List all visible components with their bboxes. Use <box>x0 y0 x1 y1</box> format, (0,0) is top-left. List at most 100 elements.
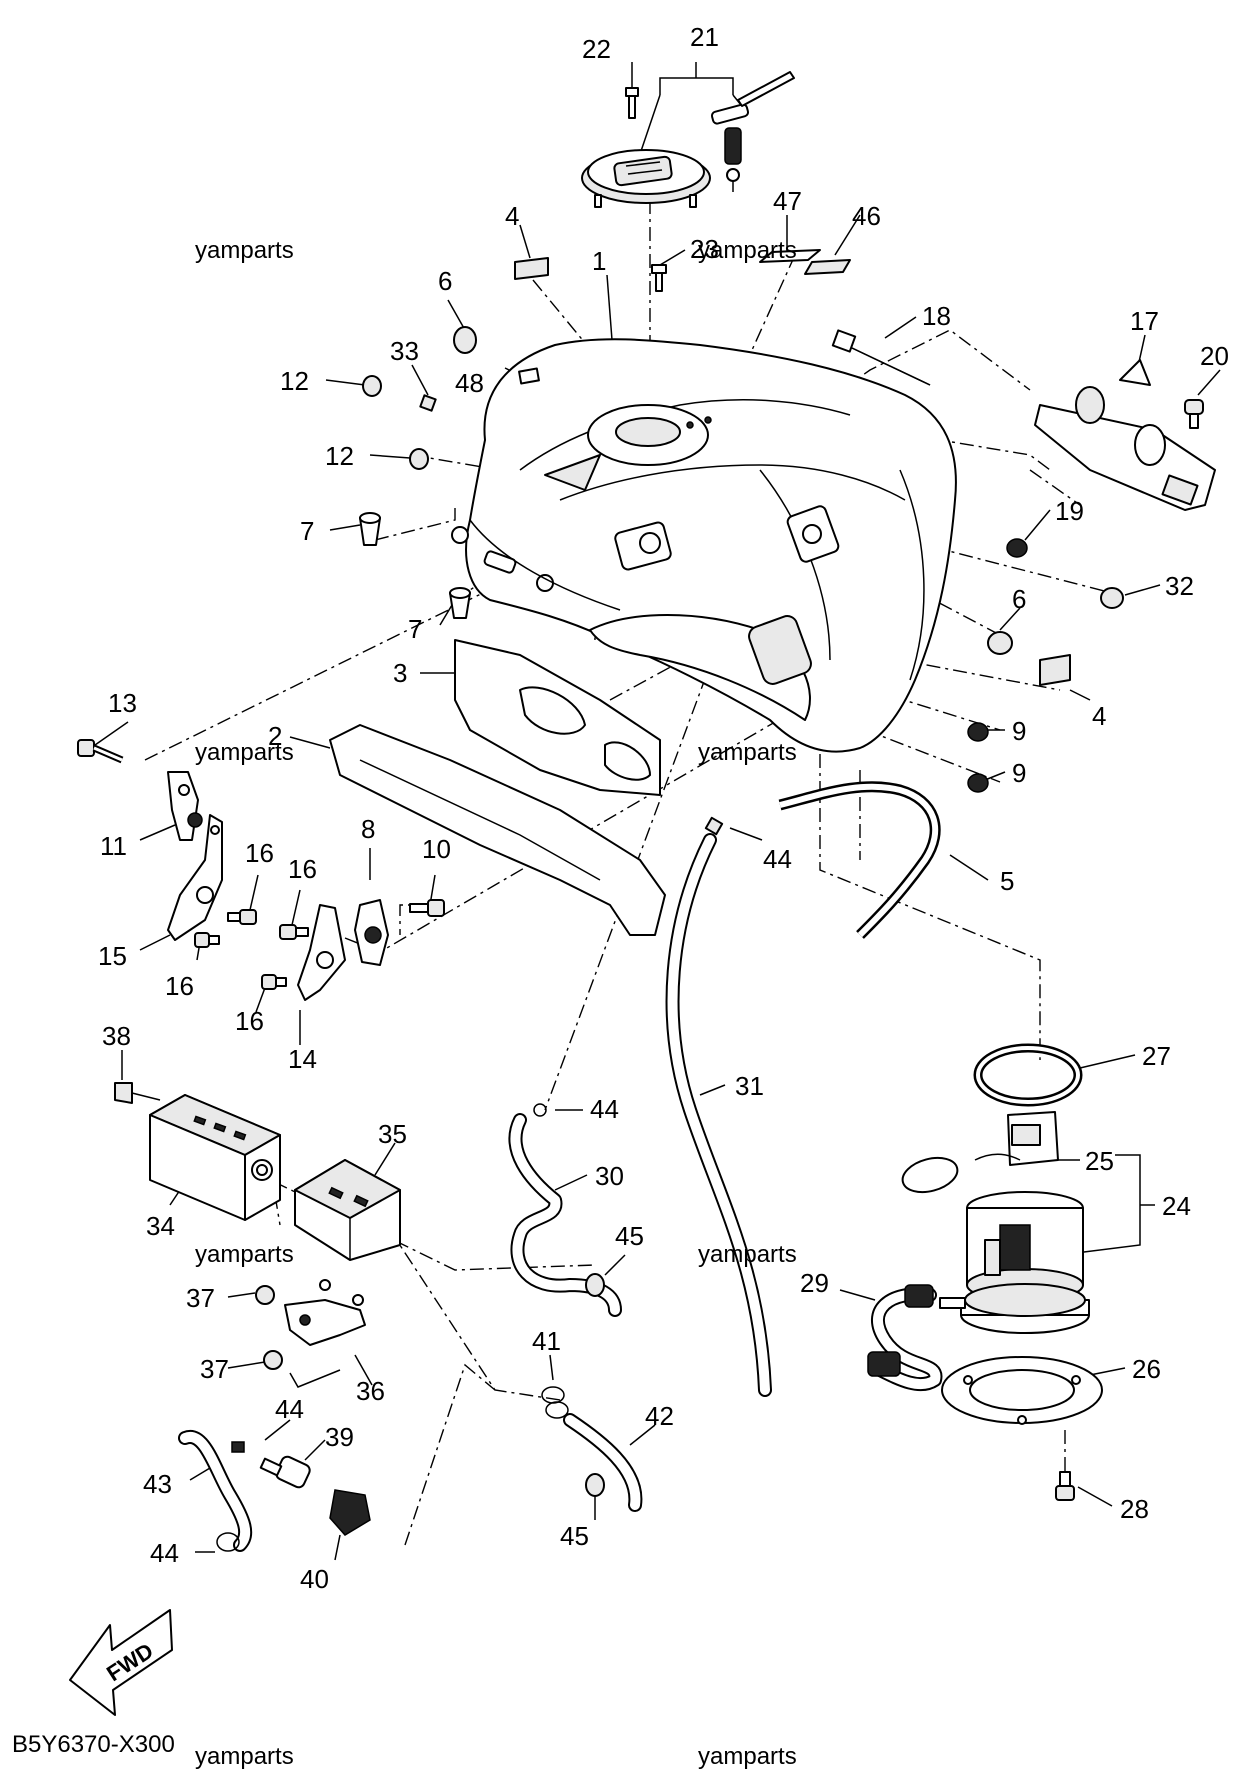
callout: 15 <box>98 941 127 971</box>
bolt-28 <box>1055 1471 1075 1501</box>
callout: 23 <box>690 234 719 264</box>
canister-34 <box>149 1094 281 1221</box>
callout: 44 <box>150 1538 179 1568</box>
canister-cover-35 <box>294 1159 401 1261</box>
fuel-cap-assembly <box>581 71 795 208</box>
bracket-11 <box>167 771 203 841</box>
bolt-10 <box>409 899 445 917</box>
clamp-45 <box>585 1273 605 1497</box>
bracket-8 <box>354 899 389 966</box>
callout: 27 <box>1142 1041 1171 1071</box>
bolt-16 <box>194 909 309 990</box>
callout: 16 <box>165 971 194 1001</box>
bolt-37 <box>255 1285 283 1370</box>
callout: 33 <box>390 336 419 366</box>
watermark: yamparts <box>698 739 797 766</box>
nut-33 <box>419 394 437 412</box>
callout: 30 <box>595 1161 624 1191</box>
callout: 37 <box>186 1283 215 1313</box>
callout: 21 <box>690 22 719 52</box>
callout: 16 <box>245 838 274 868</box>
callout: 6 <box>1012 584 1026 614</box>
warning-labels <box>759 249 851 275</box>
callout: 12 <box>280 366 309 396</box>
callout: 17 <box>1130 306 1159 336</box>
bolt-13 <box>77 739 124 764</box>
callout: 16 <box>235 1006 264 1036</box>
callout: 44 <box>763 844 792 874</box>
callout: 13 <box>108 688 137 718</box>
watermarks: yamparts yamparts yamparts yamparts yamp… <box>195 237 797 1770</box>
callout: 7 <box>300 516 314 546</box>
callout: 45 <box>615 1221 644 1251</box>
watermark: yamparts <box>698 1241 797 1268</box>
callout: 47 <box>773 186 802 216</box>
bolt-18 <box>831 329 931 386</box>
clip-38 <box>114 1082 161 1104</box>
callout: 9 <box>1012 758 1026 788</box>
callout: 44 <box>275 1394 304 1424</box>
callout: 26 <box>1132 1354 1161 1384</box>
o-ring-27 <box>973 1043 1083 1107</box>
diagram-code: B5Y6370-X300 <box>12 1731 175 1758</box>
callout: 11 <box>100 831 127 861</box>
fwd-arrow <box>69 1609 173 1716</box>
bracket-36 <box>284 1279 366 1346</box>
fuel-hose-29 <box>867 1284 943 1392</box>
callout: 20 <box>1200 341 1229 371</box>
clip-44-mid <box>533 1103 547 1117</box>
watermark: yamparts <box>698 237 797 264</box>
seal-strip-5 <box>778 781 941 939</box>
callout: 40 <box>300 1564 329 1594</box>
watermark: yamparts <box>195 1241 294 1268</box>
callout: 39 <box>325 1422 354 1452</box>
callout: 4 <box>1092 701 1106 731</box>
callout: 9 <box>1012 716 1026 746</box>
callout: 46 <box>852 201 881 231</box>
callout: 28 <box>1120 1494 1149 1524</box>
callout: 44 <box>590 1094 619 1124</box>
leader-lines <box>94 62 1221 1561</box>
callout: 3 <box>393 658 407 688</box>
tank-cover-3 <box>454 639 661 796</box>
collar-7 <box>359 512 471 619</box>
callout: 7 <box>408 614 422 644</box>
nut-32 <box>1100 587 1124 609</box>
grommet-9 <box>967 722 989 793</box>
callout: 16 <box>288 854 317 884</box>
nut-12 <box>362 375 429 470</box>
fuel-pump-24 <box>901 1111 1090 1334</box>
cap-screw-22 <box>625 87 639 119</box>
bolt-20 <box>1184 399 1204 429</box>
watermark: yamparts <box>195 1743 294 1770</box>
callout: 31 <box>735 1071 764 1101</box>
callout: 22 <box>582 34 611 64</box>
callout: 41 <box>532 1326 561 1356</box>
callout: 14 <box>288 1044 317 1074</box>
callout: 38 <box>102 1021 131 1051</box>
pump-plate-26 <box>941 1356 1103 1425</box>
tank-screw-23 <box>651 264 667 292</box>
drain-hose-31 <box>665 833 772 1397</box>
watermark: yamparts <box>195 739 294 766</box>
grommet-6 <box>453 326 1013 655</box>
callout: 45 <box>560 1521 589 1551</box>
callout: 48 <box>455 368 484 398</box>
callout: 19 <box>1055 496 1084 526</box>
valve-39 <box>259 1455 311 1489</box>
callout: 12 <box>325 441 354 471</box>
callout: 2 <box>268 721 282 751</box>
callout: 37 <box>200 1354 229 1384</box>
fuel-tank <box>451 338 957 753</box>
callout: 29 <box>800 1268 829 1298</box>
callout: 43 <box>143 1469 172 1499</box>
callout: 24 <box>1162 1191 1191 1221</box>
callout: 6 <box>438 266 452 296</box>
bracket-15 <box>167 814 223 941</box>
callout: 1 <box>592 246 606 276</box>
callout: 8 <box>361 814 375 844</box>
callout: 42 <box>645 1401 674 1431</box>
damper-4 <box>514 257 1071 686</box>
callout: 18 <box>922 301 951 331</box>
clamp-41 <box>541 1386 569 1419</box>
